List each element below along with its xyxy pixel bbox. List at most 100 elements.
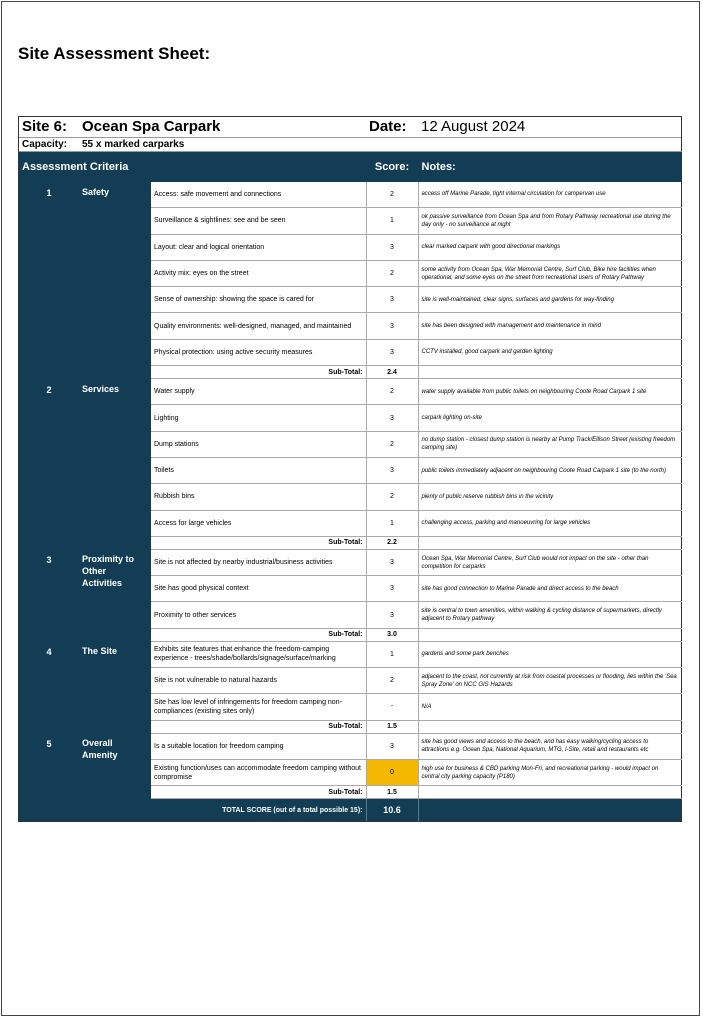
criterion-text: Site has low level of infringements for … [151, 693, 367, 721]
criterion-text: Site is not vulnerable to natural hazard… [151, 667, 367, 695]
section-name: Proximity to Other Activities [79, 549, 151, 642]
criterion-row: Site has low level of infringements for … [19, 693, 682, 721]
section-name: The Site [79, 641, 151, 734]
notes-cell: site has been designed with management a… [418, 312, 682, 340]
capacity-value: 55 x marked carparks [79, 137, 681, 152]
assessment-sheet: Site 6: Ocean Spa Carpark Date: 12 Augus… [18, 116, 682, 823]
total-spacer [19, 798, 151, 822]
criterion-row: Sense of ownership: showing the space is… [19, 286, 682, 314]
score-cell: 3 [366, 549, 419, 577]
notes-cell: water supply available from public toile… [418, 378, 682, 406]
subtotal-label: Sub-Total: [151, 365, 367, 380]
notes-cell: Ocean Spa, War Memorial Centre, Surf Clu… [418, 549, 682, 577]
capacity-row: Capacity: 55 x marked carparks [19, 137, 681, 152]
score-cell: 3 [366, 575, 419, 603]
score-cell: 2 [366, 667, 419, 695]
criterion-text: Site has good physical context [151, 575, 367, 603]
criterion-row: Surveillance & sightlines: see and be se… [19, 207, 682, 235]
subtotal-row: Sub-Total:1.5 [19, 720, 682, 734]
score-cell: - [366, 693, 419, 721]
date-label: Date: [366, 117, 418, 138]
notes-cell: site has good views and access to the be… [418, 733, 682, 760]
criterion-text: Toilets [151, 457, 367, 485]
notes-cell: ok passive surveillance from Ocean Spa a… [418, 207, 682, 235]
criterion-text: Rubbish bins [151, 483, 367, 511]
section-name: Safety [79, 181, 151, 379]
criterion-text: Access: safe movement and connections [151, 181, 367, 209]
score-cell: 3 [366, 601, 419, 629]
subtotal-value: 1.5 [366, 720, 419, 734]
criterion-text: Existing function/uses can accommodate f… [151, 759, 367, 787]
score-cell: 1 [366, 207, 419, 235]
criterion-text: Access for large vehicles [151, 510, 367, 537]
subtotal-row: Sub-Total:1.5 [19, 785, 682, 800]
notes-cell: high use for business & CBD parking Mon-… [418, 759, 682, 787]
score-cell: 1 [366, 510, 419, 537]
site-label: Site 6: [19, 117, 79, 138]
subtotal-notes-empty [418, 536, 682, 550]
criterion-text: Sense of ownership: showing the space is… [151, 286, 367, 314]
subtotal-row: Sub-Total:2.4 [19, 365, 682, 380]
score-cell: 2 [366, 483, 419, 511]
subtotal-notes-empty [418, 720, 682, 734]
criterion-text: Activity mix: eyes on the street [151, 260, 367, 288]
total-notes-empty [418, 798, 681, 822]
section-number: 5 [19, 733, 79, 799]
notes-cell: N/A [418, 693, 682, 721]
notes-cell: some activity from Ocean Spa, War Memori… [418, 260, 682, 288]
section-number: 4 [19, 641, 79, 734]
criterion-text: Physical protection: using active securi… [151, 339, 367, 367]
criterion-text: Water supply [151, 378, 367, 406]
page-title: Site Assessment Sheet: [18, 44, 211, 63]
score-cell: 2 [366, 181, 419, 209]
notes-cell: adjacent to the coast, not currently at … [418, 667, 682, 695]
total-value: 10.6 [365, 798, 419, 822]
criterion-text: Lighting [151, 404, 367, 432]
notes-cell: access off Marine Parade, tight internal… [418, 181, 682, 209]
subtotal-value: 1.5 [366, 785, 419, 800]
criterion-row: Physical protection: using active securi… [19, 339, 682, 367]
capacity-label: Capacity: [19, 137, 79, 152]
criteria-header: Assessment Criteria [19, 151, 367, 182]
criterion-text: Quality environments: well-designed, man… [151, 312, 367, 340]
notes-cell: no dump station - closest dump station i… [418, 431, 682, 458]
score-cell: 3 [366, 286, 419, 314]
subtotal-label: Sub-Total: [151, 628, 367, 642]
score-cell: 2 [366, 431, 419, 458]
score-cell: 2 [366, 378, 419, 406]
total-row: TOTAL SCORE (out of a total possible 15)… [19, 798, 681, 822]
subtotal-label: Sub-Total: [151, 720, 367, 734]
criterion-text: Exhibits site features that enhance the … [151, 641, 367, 669]
column-header-row: Assessment Criteria Score: Notes: [19, 151, 682, 182]
section-number: 3 [19, 549, 79, 642]
score-cell: 3 [366, 312, 419, 340]
subtotal-row: Sub-Total:2.2 [19, 536, 682, 550]
criterion-text: Proximity to other services [151, 601, 367, 629]
subtotal-notes-empty [418, 365, 682, 380]
score-cell: 1 [366, 641, 419, 669]
section-name: Overall Amenity [79, 733, 151, 799]
notes-cell: challenging access, parking and manoeuvr… [418, 510, 682, 537]
subtotal-value: 3.0 [366, 628, 419, 642]
score-cell: 3 [366, 339, 419, 367]
subtotal-row: Sub-Total:3.0 [19, 628, 682, 642]
notes-cell: public toilets immediately adjacent on n… [418, 457, 682, 485]
site-row: Site 6: Ocean Spa Carpark Date: 12 Augus… [19, 117, 681, 138]
score-cell: 3 [366, 404, 419, 432]
notes-cell: site is central to town amenities, withi… [418, 601, 682, 629]
assessment-table: Site 6: Ocean Spa Carpark Date: 12 Augus… [19, 117, 682, 822]
criterion-row: Quality environments: well-designed, man… [19, 312, 682, 340]
section-number: 1 [19, 181, 79, 379]
